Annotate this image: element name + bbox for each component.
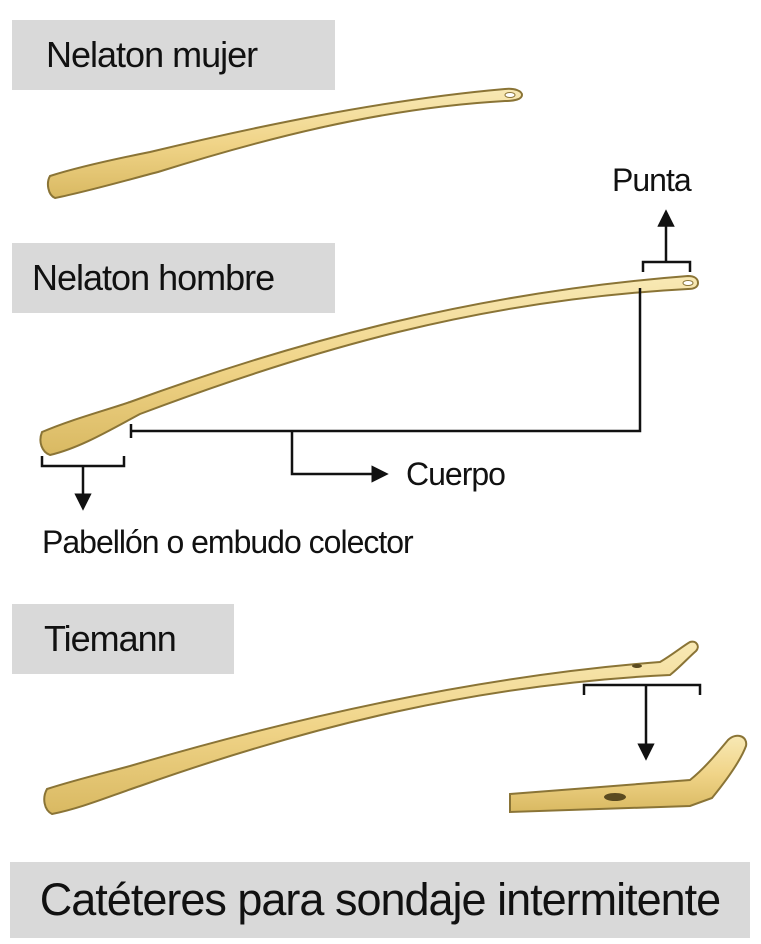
tip-bracket: [643, 262, 690, 272]
annotation-body: Cuerpo: [406, 456, 505, 493]
tiemann-annotation: [584, 685, 700, 752]
catheter-eyelet: [683, 281, 693, 286]
catheter-body: [48, 89, 522, 198]
catheter-eyelet: [632, 664, 642, 668]
caption-text: Catéteres para sondaje intermitente: [40, 874, 720, 926]
catheter-nelaton-mujer: [48, 89, 522, 198]
tiemann-tip-eyelet: [604, 793, 626, 801]
annotation-tip: Punta: [612, 162, 691, 199]
body-connector: [131, 288, 640, 431]
annotation-funnel: Pabellón o embudo colector: [42, 524, 413, 561]
funnel-bracket: [42, 456, 124, 466]
body-arrow: [292, 431, 380, 474]
tiemann-tip-enlarged: [510, 736, 746, 812]
catheter-eyelet: [505, 93, 515, 98]
tiemann-tip-bracket: [584, 685, 700, 695]
annotation-lines: [42, 218, 690, 502]
catheter-body: [40, 276, 698, 455]
caption-banner: Catéteres para sondaje intermitente: [10, 862, 750, 938]
catheter-nelaton-hombre: [40, 276, 698, 455]
tiemann-tip-detail: [510, 736, 746, 812]
